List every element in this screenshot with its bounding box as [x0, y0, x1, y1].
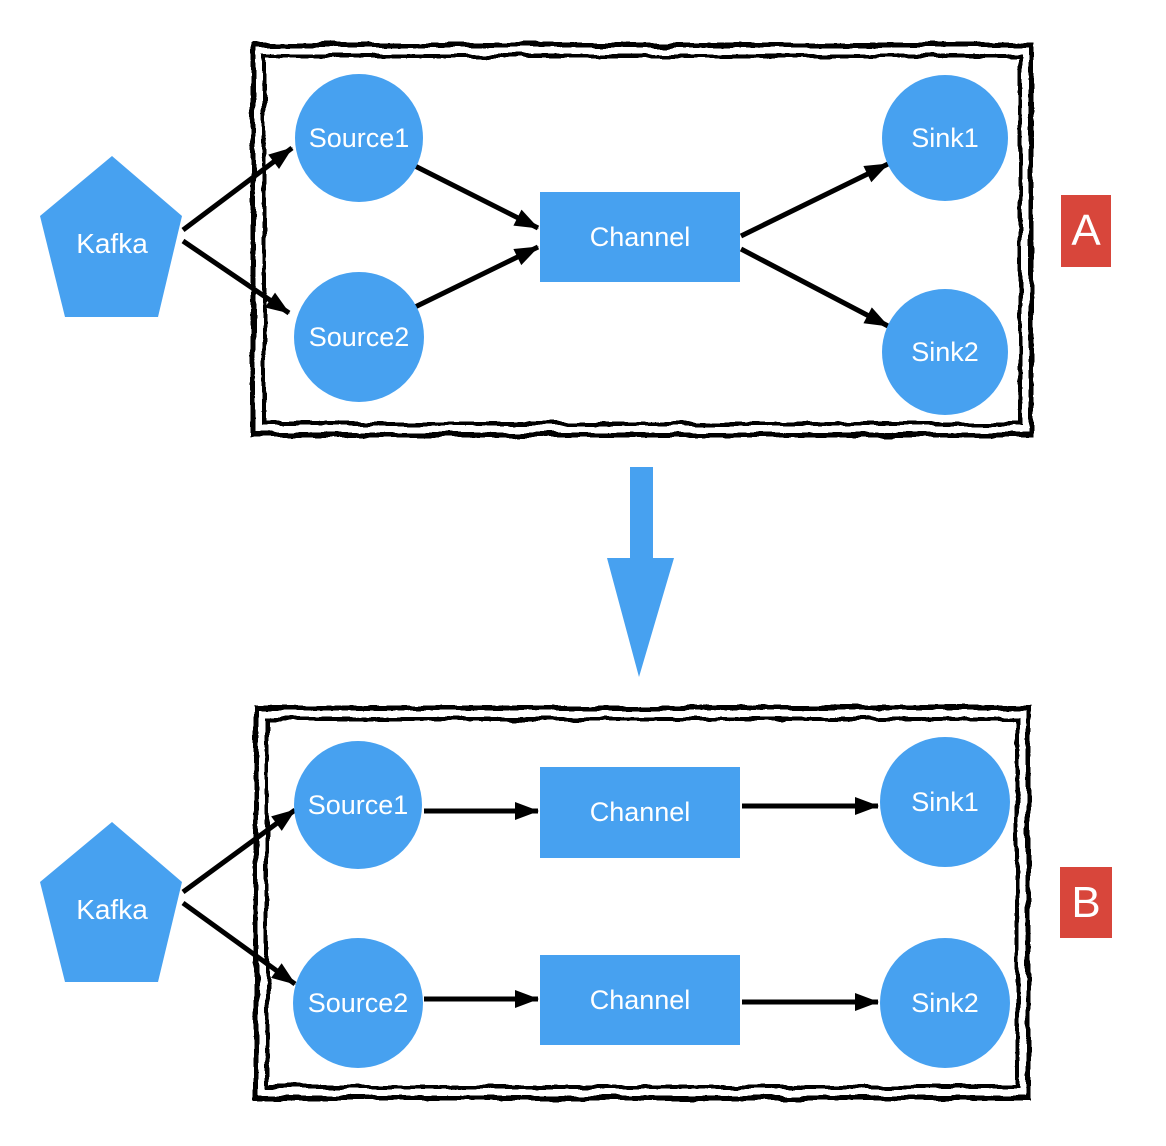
node-sink2-b: Sink2 — [880, 938, 1010, 1068]
arrow-kafka-to-source1-b — [181, 807, 297, 895]
arrow-channel-to-sink1-a — [739, 161, 890, 239]
kafka-node-label-b: Kafka — [46, 894, 178, 926]
kafka-node-label-a: Kafka — [46, 228, 178, 260]
node-source1-b: Source1 — [294, 741, 422, 869]
arrows-section-a — [181, 146, 890, 329]
arrows-section-b — [181, 797, 879, 1011]
transform-down-arrow — [607, 467, 674, 677]
node-channel-a-label: Channel — [589, 221, 691, 252]
node-source1-a-label: Source1 — [308, 122, 410, 153]
node-source1-b-label: Source1 — [307, 789, 409, 820]
frame-section-b — [253, 705, 1031, 1101]
node-sink2-b-label: Sink2 — [911, 987, 979, 1018]
node-source2-b-label: Source2 — [307, 987, 409, 1018]
kafka-text-a: Kafka — [76, 228, 148, 259]
node-sink1-a-label: Sink1 — [911, 122, 979, 153]
badge-section-a: A — [1061, 195, 1111, 267]
node-sink2-a-label: Sink2 — [911, 336, 979, 367]
node-sink1-b-label: Sink1 — [911, 786, 979, 817]
badge-section-b: B — [1060, 867, 1112, 938]
node-source2-a: Source2 — [294, 272, 424, 402]
node-source2-b: Source2 — [293, 938, 423, 1068]
kafka-text-b: Kafka — [76, 894, 148, 925]
badge-b-letter: B — [1071, 877, 1101, 927]
arrow-kafka-to-source1-a — [181, 146, 294, 232]
arrow-kafka-to-source2-a — [181, 238, 291, 316]
node-source2-a-label: Source2 — [308, 321, 410, 352]
node-channel1-b: Channel — [540, 767, 740, 858]
badge-a-letter: A — [1071, 206, 1101, 255]
arrow-channel-to-sink2-a — [739, 246, 890, 329]
kafka-pentagon-b — [40, 822, 182, 982]
node-sink1-b: Sink1 — [880, 737, 1010, 867]
node-channel1-b-label: Channel — [589, 797, 691, 827]
arrow-source2-to-channel-a — [413, 244, 540, 310]
node-sink2-a: Sink2 — [882, 289, 1008, 415]
arrow-source1-to-channel-a — [411, 162, 540, 231]
node-channel2-b: Channel — [540, 955, 740, 1045]
node-channel2-b-label: Channel — [589, 984, 691, 1015]
node-source1-a: Source1 — [295, 74, 423, 202]
kafka-pentagon-a — [40, 156, 182, 317]
arrow-kafka-to-source2-b — [181, 900, 297, 987]
node-sink1-a: Sink1 — [882, 75, 1008, 201]
node-channel-a: Channel — [540, 192, 740, 282]
frame-section-a — [250, 42, 1034, 438]
